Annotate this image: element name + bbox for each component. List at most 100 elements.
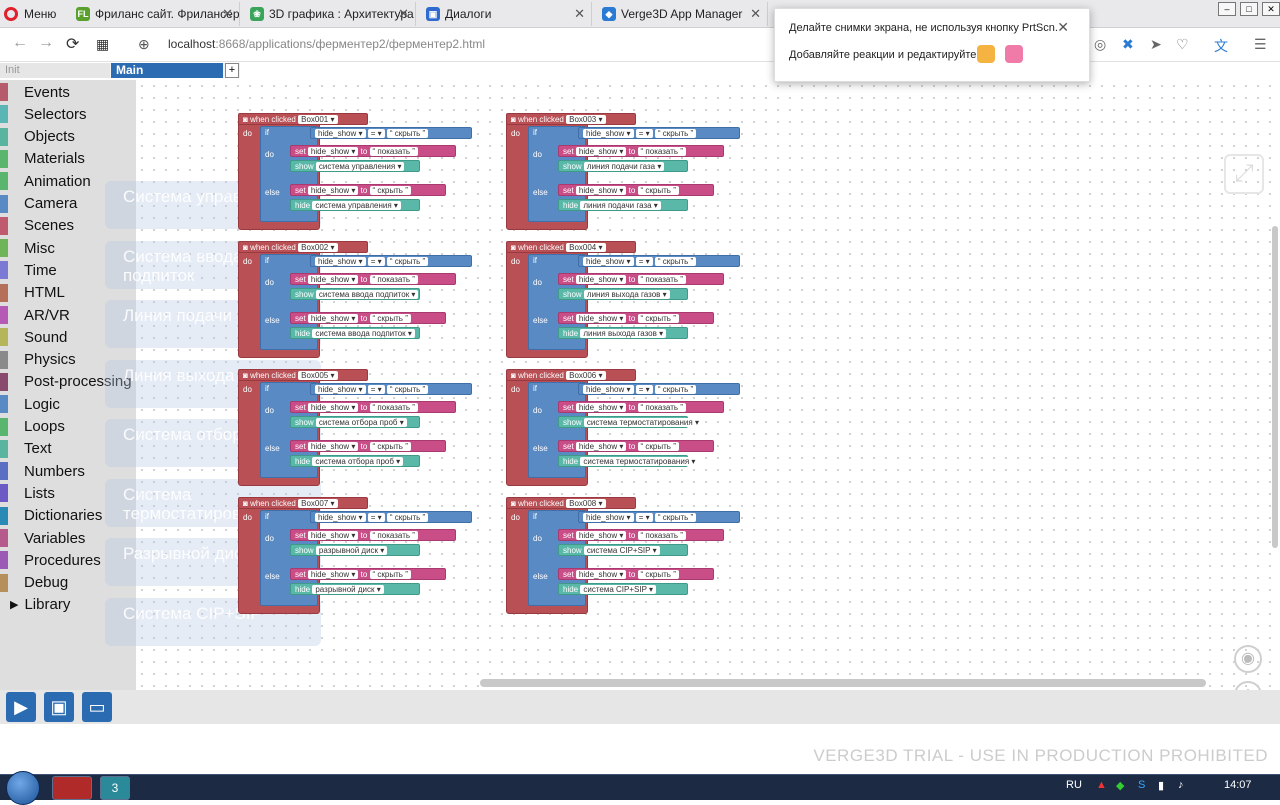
operator-dropdown[interactable]: = ▾ [635, 384, 653, 394]
shield-icon[interactable]: ◆ [1116, 780, 1125, 792]
var-dropdown[interactable]: hide_show ▾ [307, 530, 359, 540]
popup-close-icon[interactable]: ✕ [1057, 19, 1069, 35]
toolbox-category-text[interactable]: Text [0, 438, 136, 460]
set-variable-block[interactable]: set hide_show ▾ to “ скрыть ” [558, 568, 714, 580]
box-selector[interactable]: Box004 ▾ [566, 242, 606, 252]
string-value[interactable]: “ скрыть ” [386, 384, 429, 394]
toolbox-category-materials[interactable]: Materials [0, 148, 136, 170]
object-dropdown[interactable]: линия подачи газа ▾ [580, 200, 661, 210]
object-dropdown[interactable]: система отбора проб ▾ [315, 417, 407, 427]
box-selector[interactable]: Box005 ▾ [298, 370, 338, 380]
string-value[interactable]: “ показать ” [369, 530, 418, 540]
string-value[interactable]: “ показать ” [637, 274, 686, 284]
object-dropdown[interactable]: линия выхода газов ▾ [580, 328, 667, 338]
toolbox-category-camera[interactable]: Camera [0, 193, 136, 215]
object-dropdown[interactable]: система ввода подпиток ▾ [315, 289, 419, 299]
object-dropdown[interactable]: система ввода подпиток ▾ [312, 328, 415, 338]
var-dropdown[interactable]: hide_show ▾ [307, 274, 359, 284]
show-object-block[interactable]: show система управления ▾ [290, 160, 420, 172]
hide-object-block[interactable]: hide система управления ▾ [290, 199, 420, 211]
hide-object-block[interactable]: hide система термостатирования ▾ [558, 455, 699, 467]
set-variable-block[interactable]: set hide_show ▾ to “ показать ” [290, 529, 456, 541]
toolbox-category-procedures[interactable]: Procedures [0, 549, 136, 571]
settings-icon[interactable]: ☰ [1254, 36, 1267, 52]
object-dropdown[interactable]: линия подачи газа ▾ [583, 161, 665, 171]
opera-taskbar-icon[interactable] [52, 776, 92, 800]
toolbox-category-events[interactable]: Events [0, 81, 136, 103]
string-value[interactable]: “ скрыть ” [654, 128, 697, 138]
opera-menu-button[interactable]: Меню [4, 4, 56, 24]
var-dropdown[interactable]: hide_show ▾ [315, 384, 366, 394]
var-dropdown[interactable]: hide_show ▾ [315, 256, 366, 266]
operator-dropdown[interactable]: = ▾ [367, 128, 385, 138]
string-value[interactable]: “ скрыть ” [386, 128, 429, 138]
vertical-scrollbar[interactable] [1272, 226, 1278, 548]
compare-condition-block[interactable]: hide_show ▾ = ▾ “ скрыть ” [310, 511, 472, 523]
tab-close-icon[interactable]: ✕ [222, 6, 233, 21]
object-dropdown[interactable]: система управления ▾ [315, 161, 405, 171]
tab-init[interactable]: Init [0, 63, 110, 78]
object-dropdown[interactable]: линия выхода газов ▾ [583, 289, 670, 299]
set-variable-block[interactable]: set hide_show ▾ to “ скрыть ” [558, 184, 714, 196]
object-dropdown[interactable]: разрывной диск ▾ [312, 584, 384, 594]
tabs-grid-icon[interactable]: ▦ [96, 36, 110, 52]
var-dropdown[interactable]: hide_show ▾ [307, 402, 359, 412]
tab-close-icon[interactable]: ✕ [750, 6, 761, 21]
toolbox-category-loops[interactable]: Loops [0, 416, 136, 438]
string-value[interactable]: “ скрыть ” [386, 256, 429, 266]
when-clicked-header[interactable]: ◙ when clicked Box008 ▾ [506, 497, 636, 509]
set-variable-block[interactable]: set hide_show ▾ to “ показать ” [290, 273, 456, 285]
set-variable-block[interactable]: set hide_show ▾ to “ показать ” [558, 145, 724, 157]
object-dropdown[interactable]: система отбора проб ▾ [312, 456, 404, 466]
var-dropdown[interactable]: hide_show ▾ [307, 146, 359, 156]
toolbox-category-ar-vr[interactable]: AR/VR [0, 304, 136, 326]
set-variable-block[interactable]: set hide_show ▾ to “ скрыть ” [558, 312, 714, 324]
toolbox-category-lists[interactable]: Lists [0, 482, 136, 504]
start-button[interactable] [6, 771, 40, 805]
box-selector[interactable]: Box006 ▾ [566, 370, 606, 380]
camera-icon[interactable]: ◎ [1094, 36, 1107, 52]
operator-dropdown[interactable]: = ▾ [367, 512, 385, 522]
string-value[interactable]: “ скрыть ” [637, 185, 679, 195]
box-selector[interactable]: Box008 ▾ [566, 498, 606, 508]
show-object-block[interactable]: show система CIP+SIP ▾ [558, 544, 688, 556]
object-dropdown[interactable]: система CIP+SIP ▾ [580, 584, 657, 594]
set-variable-block[interactable]: set hide_show ▾ to “ скрыть ” [290, 440, 446, 452]
clock[interactable]: 14:07 [1224, 779, 1252, 791]
operator-dropdown[interactable]: = ▾ [635, 256, 653, 266]
object-dropdown[interactable]: система термостатирования ▾ [583, 417, 702, 427]
string-value[interactable]: “ скрыть ” [637, 569, 679, 579]
toolbox-category-dictionaries[interactable]: Dictionaries [0, 505, 136, 527]
hide-object-block[interactable]: hide линия выхода газов ▾ [558, 327, 688, 339]
show-object-block[interactable]: show линия подачи газа ▾ [558, 160, 688, 172]
var-dropdown[interactable]: hide_show ▾ [575, 185, 627, 195]
operator-dropdown[interactable]: = ▾ [635, 512, 653, 522]
toolbox-category-library[interactable]: ▶Library [0, 594, 136, 616]
forward-icon[interactable]: → [38, 34, 54, 51]
show-object-block[interactable]: show система термостатирования ▾ [558, 416, 702, 428]
when-clicked-header[interactable]: ◙ when clicked Box001 ▾ [238, 113, 368, 125]
var-dropdown[interactable]: hide_show ▾ [583, 128, 634, 138]
compare-condition-block[interactable]: hide_show ▾ = ▾ “ скрыть ” [578, 127, 740, 139]
tab-close-icon[interactable]: ✕ [574, 6, 585, 21]
var-dropdown[interactable]: hide_show ▾ [575, 441, 627, 451]
var-dropdown[interactable]: hide_show ▾ [575, 530, 627, 540]
when-clicked-header[interactable]: ◙ when clicked Box006 ▾ [506, 369, 636, 381]
when-clicked-header[interactable]: ◙ when clicked Box002 ▾ [238, 241, 368, 253]
toolbox-category-html[interactable]: HTML [0, 282, 136, 304]
set-variable-block[interactable]: set hide_show ▾ to “ скрыть ” [290, 568, 446, 580]
var-dropdown[interactable]: hide_show ▾ [307, 569, 359, 579]
translate-icon[interactable]: 文 [1214, 38, 1228, 54]
hide-object-block[interactable]: hide система CIP+SIP ▾ [558, 583, 688, 595]
skype-icon[interactable]: S [1138, 779, 1146, 791]
var-dropdown[interactable]: hide_show ▾ [575, 274, 627, 284]
var-dropdown[interactable]: hide_show ▾ [307, 185, 359, 195]
operator-dropdown[interactable]: = ▾ [367, 256, 385, 266]
box-selector[interactable]: Box001 ▾ [298, 114, 338, 124]
when-clicked-header[interactable]: ◙ when clicked Box007 ▾ [238, 497, 368, 509]
toolbox-category-selectors[interactable]: Selectors [0, 103, 136, 125]
string-value[interactable]: “ скрыть ” [637, 441, 679, 451]
string-value[interactable]: “ показать ” [369, 146, 418, 156]
